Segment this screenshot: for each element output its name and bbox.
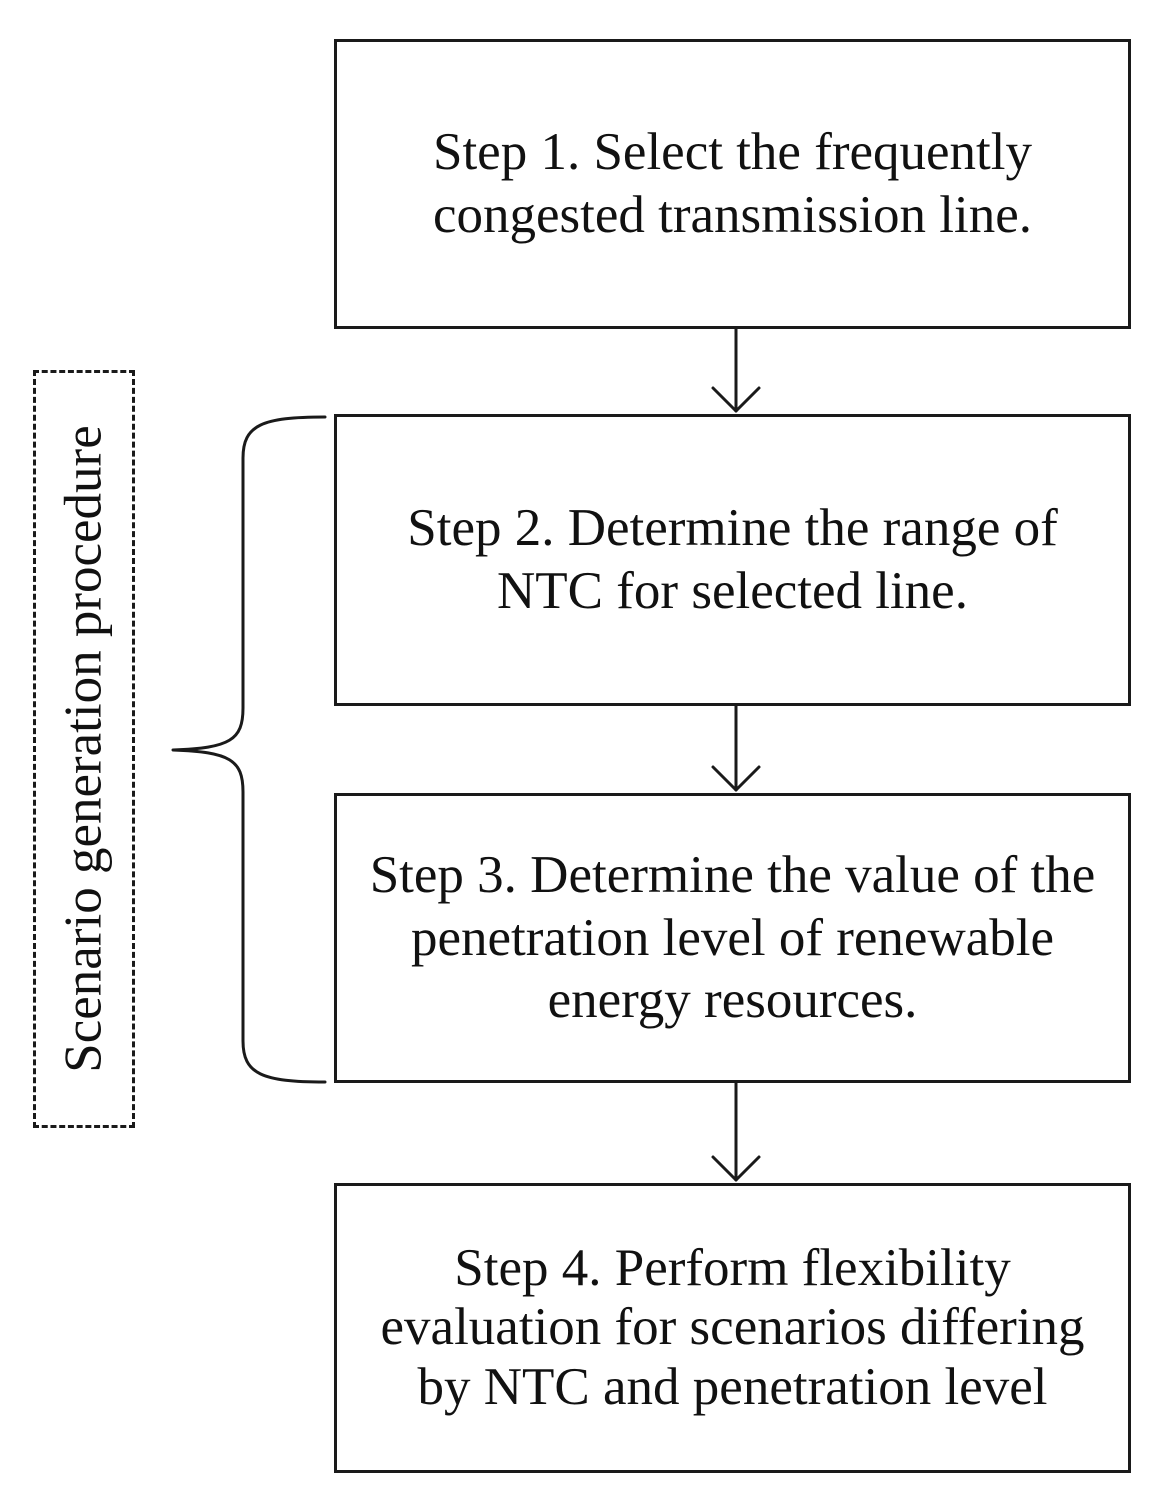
step-3-text: Step 3. Determine the value of the penet… bbox=[369, 846, 1096, 1030]
step-4-box: Step 4. Perform flexibility evaluation f… bbox=[334, 1183, 1131, 1473]
arrowhead-step1-to-step2 bbox=[711, 386, 761, 413]
step-2-text: Step 2. Determine the range of NTC for s… bbox=[407, 499, 1058, 620]
scenario-label-frame: Scenario generation procedure bbox=[33, 370, 135, 1128]
step-1-text: Step 1. Select the frequently congested … bbox=[432, 123, 1033, 244]
arrowhead-step3-to-step4 bbox=[711, 1155, 761, 1182]
step-2-box: Step 2. Determine the range of NTC for s… bbox=[334, 414, 1131, 706]
curly-brace bbox=[171, 415, 327, 1084]
step-4-text: Step 4. Perform flexibility evaluation f… bbox=[380, 1238, 1085, 1416]
step-1-box: Step 1. Select the frequently congested … bbox=[334, 39, 1131, 329]
step-3-box: Step 3. Determine the value of the penet… bbox=[334, 793, 1131, 1083]
arrowhead-step2-to-step3 bbox=[711, 765, 761, 792]
scenario-label: Scenario generation procedure bbox=[54, 425, 113, 1073]
